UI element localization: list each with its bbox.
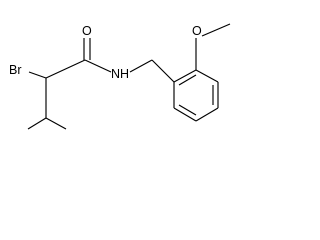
amine-nh-label: NH <box>111 67 129 81</box>
bond-c3-me1 <box>27 117 47 130</box>
ring-bond-2 <box>195 69 219 83</box>
bromine-label: Br <box>9 63 22 77</box>
bond-c2-br <box>28 71 47 79</box>
ring-double-3 <box>178 104 197 116</box>
bond-n-ch2 <box>129 59 153 73</box>
bond-c1-n <box>84 59 112 73</box>
carbonyl-oxygen-label: O <box>82 24 92 38</box>
bond-c2-c1 <box>45 59 86 79</box>
structure-canvas: Br O NH O <box>0 0 260 147</box>
ring-double-1 <box>178 74 197 86</box>
ring-bond-4 <box>195 107 219 122</box>
methoxy-oxygen-label: O <box>192 24 202 38</box>
ring-bond-5 <box>173 107 197 122</box>
ring-bond-1 <box>173 69 197 83</box>
bond-c3-me2 <box>45 117 67 130</box>
bond-o-ch3 <box>201 23 231 37</box>
structure-diagram: Br O NH O <box>9 23 231 130</box>
bond-ch2-ring <box>151 59 175 83</box>
